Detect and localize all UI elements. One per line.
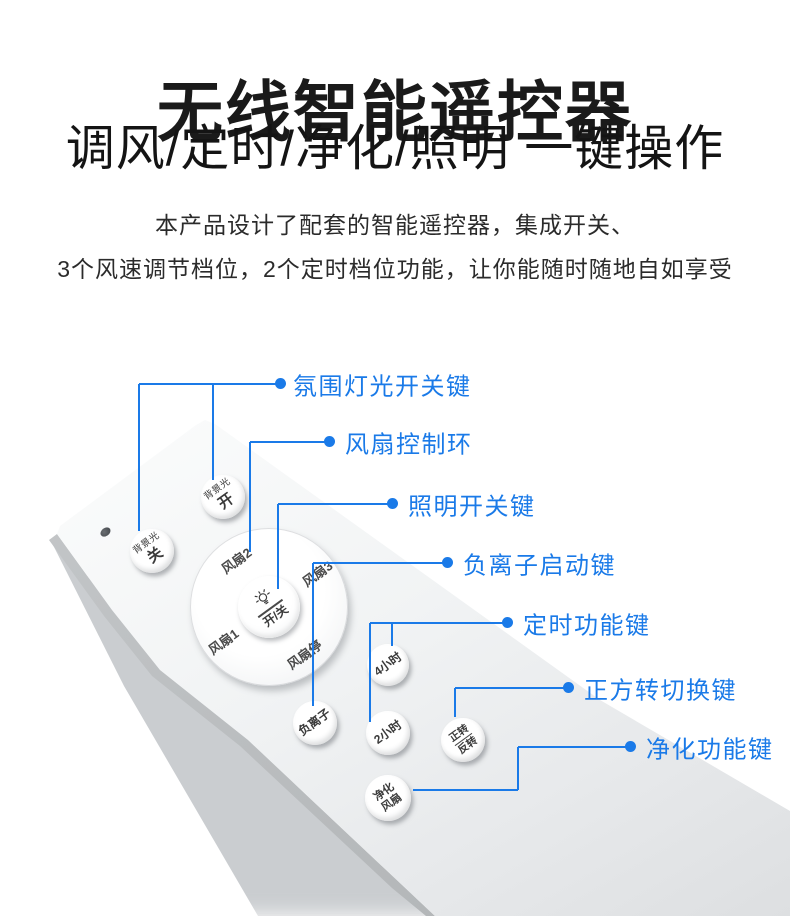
callout-label-rotation: 正方转切换键 <box>584 677 737 705</box>
callout-line <box>391 623 393 646</box>
timer-4h-button: 4小时 <box>367 644 409 686</box>
callout-line <box>138 384 140 531</box>
callout-line <box>212 384 214 480</box>
fan-control-ring: 风扇2 风扇3 风扇1 风扇停 开/关 <box>190 528 348 686</box>
anion-label: 负离子 <box>295 706 334 739</box>
callout-line <box>277 504 279 589</box>
callout-dot <box>563 682 574 693</box>
callout-line <box>455 687 568 689</box>
anion-button: 负离子 <box>293 701 337 745</box>
callout-dot <box>502 617 513 628</box>
callout-label-ambient-light: 氛围灯光开关键 <box>293 373 472 401</box>
backlight-off-button: 背景光 关 <box>130 529 174 573</box>
fan-speed-3-label: 风扇3 <box>299 557 336 590</box>
description-line-2: 3个风速调节档位，2个定时档位功能，让你能随时随地自如享受 <box>57 256 733 282</box>
callout-line <box>250 441 329 443</box>
callout-dot <box>625 741 636 752</box>
callout-label-anion: 负离子启动键 <box>463 552 616 580</box>
callout-line <box>413 789 518 791</box>
light-bulb-icon <box>251 587 275 611</box>
callout-dot <box>442 557 453 568</box>
page-subtitle: 调风/定时/净化/照明 一键操作 <box>65 122 725 176</box>
rotation-switch-button: 正转 反转 <box>441 718 485 762</box>
description-line-1: 本产品设计了配套的智能遥控器，集成开关、 <box>155 212 635 238</box>
purify-fan-button: 净化 风扇 <box>365 775 411 821</box>
callout-line <box>454 688 456 717</box>
callout-line <box>517 747 519 790</box>
callout-line <box>370 622 507 624</box>
callout-dot <box>324 436 335 447</box>
callout-line <box>313 562 447 564</box>
timer-2h-button: 2小时 <box>366 711 410 755</box>
callout-label-purify: 净化功能键 <box>646 736 774 764</box>
timer-2h-label: 2小时 <box>370 717 404 747</box>
callout-dot <box>275 378 286 389</box>
callout-label-fan-ring: 风扇控制环 <box>345 431 473 459</box>
product-description: 本产品设计了配套的智能遥控器，集成开关、 3个风速调节档位，2个定时档位功能，让… <box>0 203 790 291</box>
timer-4h-label: 4小时 <box>370 649 404 679</box>
callout-line <box>312 563 314 706</box>
callout-label-lighting: 照明开关键 <box>408 493 536 521</box>
fan-stop-label: 风扇停 <box>284 637 325 673</box>
callout-label-timer: 定时功能键 <box>523 612 651 640</box>
backlight-on-button: 背景光 开 <box>201 475 245 519</box>
callout-line <box>249 442 251 552</box>
callout-line <box>369 623 371 722</box>
callout-line <box>518 746 630 748</box>
fan-speed-1-label: 风扇1 <box>205 625 242 658</box>
callout-dot <box>387 498 398 509</box>
page-title: 无线智能遥控器 <box>157 75 633 150</box>
callout-line <box>278 503 392 505</box>
callout-line <box>139 383 280 385</box>
power-light-button: 开/关 <box>238 576 300 638</box>
